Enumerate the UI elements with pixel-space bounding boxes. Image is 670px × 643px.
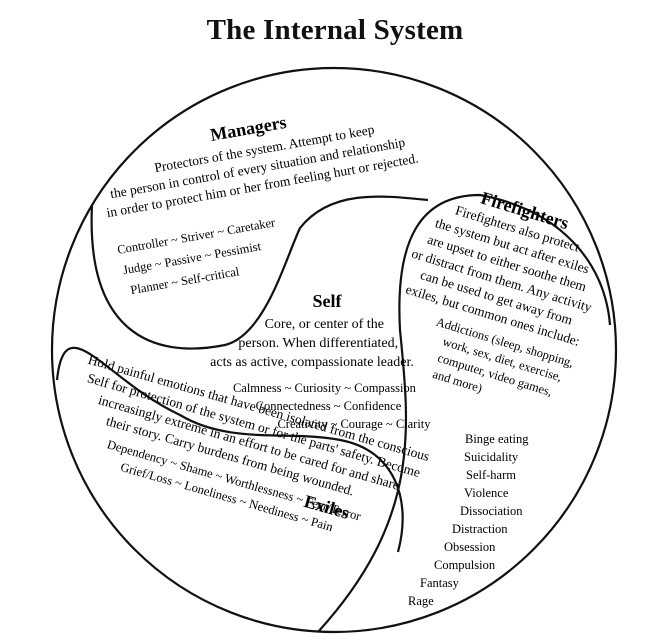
self-quality-line: Calmness ~ Curiosity ~ Compassion bbox=[233, 381, 417, 395]
self-heading: Self bbox=[313, 291, 343, 311]
svg-text:Firefighters also protect: Firefighters also protect the system but… bbox=[399, 194, 612, 350]
firefighters-activity-line: Obsession bbox=[444, 540, 496, 554]
svg-text:Binge eating Suicidality: Binge eating Suicidality Self-harm Viole… bbox=[408, 432, 532, 608]
firefighters-activity-line: Rage bbox=[408, 594, 434, 608]
managers-region bbox=[90, 195, 429, 350]
self-quality-line: Connectedness ~ Confidence bbox=[256, 399, 402, 413]
outer-circle bbox=[50, 66, 618, 634]
firefighters-activity-line: Distraction bbox=[452, 522, 508, 536]
firefighters-activity-line: Binge eating bbox=[465, 432, 529, 446]
firefighters-activity-line: Dissociation bbox=[460, 504, 523, 518]
firefighters-region bbox=[317, 193, 612, 633]
firefighters-activity-line: Violence bbox=[464, 486, 509, 500]
svg-text:Calmness ~ Curiosity ~ Compass: Calmness ~ Curiosity ~ Compassion Connec… bbox=[233, 381, 431, 431]
firefighters-activity-line: Compulsion bbox=[434, 558, 496, 572]
firefighters-activity-line: Self-harm bbox=[466, 468, 516, 482]
firefighters-activity-line: Fantasy bbox=[420, 576, 460, 590]
self-desc-line: person. When differentiated, bbox=[238, 336, 398, 351]
firefighters-activity-line: Suicidality bbox=[464, 450, 519, 464]
svg-text:Core, or center of the per: Core, or center of the person. When diff… bbox=[210, 317, 414, 370]
page-title: The Internal System bbox=[206, 14, 464, 46]
self-quality-line: Creativity ~ Courage ~ Clarity bbox=[277, 417, 431, 431]
svg-text:Controller ~ Striver ~ Caretak: Controller ~ Striver ~ Caretaker Judge ~… bbox=[116, 215, 286, 298]
exiles-region bbox=[55, 346, 404, 553]
self-desc-line: Core, or center of the bbox=[265, 317, 384, 332]
self-desc-line: acts as active, compassionate leader. bbox=[210, 355, 414, 370]
